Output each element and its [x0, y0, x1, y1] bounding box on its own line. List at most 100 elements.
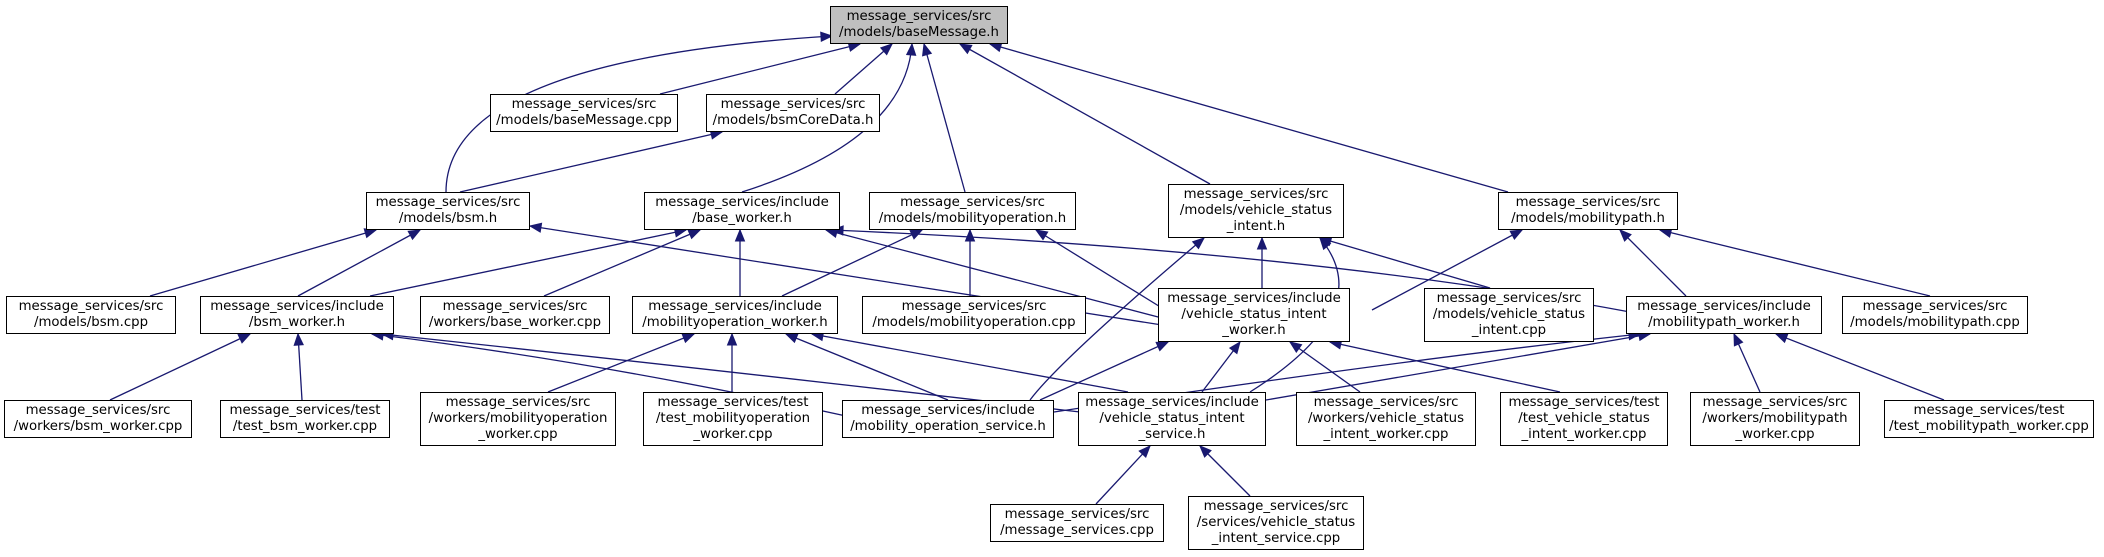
arrowhead [820, 31, 834, 42]
include-edge [1199, 445, 1251, 497]
include-edge [1775, 333, 1945, 401]
node-vehicle-status-intent-service-h[interactable]: message_services/include /vehicle_status… [1078, 392, 1266, 446]
node-bsm-cpp[interactable]: message_services/src /models/bsm.cpp [6, 296, 176, 334]
node-label: message_services/src [1203, 499, 1349, 514]
node-label: message_services/test [1508, 395, 1660, 410]
node-mobilitypath-worker-cpp[interactable]: message_services/src /workers/mobilitypa… [1690, 392, 1860, 446]
include-edge [959, 43, 1211, 185]
node-label: /models/mobilityoperation.cpp [872, 315, 1076, 330]
node-mobilitypath-worker-h[interactable]: message_services/include /mobilitypath_w… [1626, 296, 1822, 334]
include-edge [109, 333, 251, 401]
node-label: message_services/test [657, 395, 809, 410]
node-label: /workers/base_worker.cpp [428, 315, 602, 330]
node-label: _intent.cpp [1471, 323, 1547, 338]
node-label: /mobilitypath_worker.h [1648, 315, 1800, 330]
include-edge [834, 43, 893, 95]
node-label: message_services/src [25, 403, 171, 418]
node-label: /workers/vehicle_status [1307, 411, 1465, 426]
include-edge [459, 131, 723, 193]
include-edge [1619, 229, 1687, 297]
include-edge [659, 43, 861, 95]
node-label: message_services/src [1313, 395, 1459, 410]
node-label: message_services/src [901, 299, 1047, 314]
node-label: message_services/src [1183, 187, 1329, 202]
node-mobilityoperation-worker-h[interactable]: message_services/include /mobilityoperat… [632, 296, 838, 334]
arrowhead [363, 228, 378, 239]
node-mobilityoperation-h[interactable]: message_services/src /models/mobilityope… [869, 192, 1076, 230]
node-mobilitypath-h[interactable]: message_services/src /models/mobilitypat… [1498, 192, 1678, 230]
include-edge [1035, 229, 1163, 309]
arrowhead [1288, 341, 1303, 353]
arrowhead [528, 222, 543, 233]
node-bsm-h[interactable]: message_services/src /models/bsm.h [366, 192, 530, 230]
arrowhead [909, 229, 924, 240]
node-base-worker-h[interactable]: message_services/include /base_worker.h [644, 192, 840, 230]
node-label: message_services/src [375, 195, 521, 210]
node-test-mobilitypath-worker-cpp[interactable]: message_services/test /test_mobilitypath… [1884, 400, 2094, 438]
node-bsm-worker-h[interactable]: message_services/include /bsm_worker.h [200, 296, 394, 334]
node-basemessage-cpp[interactable]: message_services/src /models/baseMessage… [490, 94, 678, 132]
node-label: message_services/include [1085, 395, 1259, 410]
node-vehicle-status-intent-worker-h[interactable]: message_services/include /vehicle_status… [1158, 288, 1350, 342]
include-edge [1289, 341, 1361, 393]
node-label: message_services/include [861, 403, 1035, 418]
node-label: _worker.cpp [1735, 427, 1815, 442]
arrowhead [407, 229, 422, 241]
include-edge [923, 43, 966, 193]
node-label: /base_worker.h [692, 211, 792, 226]
node-label: /mobility_operation_service.h [850, 419, 1046, 434]
arrowhead [905, 42, 917, 56]
node-bsmcoredata-h[interactable]: message_services/src /models/bsmCoreData… [706, 94, 880, 132]
arrowhead [681, 333, 696, 344]
node-vehicle-status-intent-cpp[interactable]: message_services/src /models/vehicle_sta… [1424, 288, 1594, 342]
node-message-services-cpp[interactable]: message_services/src /message_services.c… [990, 504, 1164, 542]
node-test-bsm-worker-cpp[interactable]: message_services/test /test_bsm_worker.c… [220, 400, 390, 438]
node-label: _worker.cpp [478, 427, 558, 442]
node-label: /models/mobilitypath.cpp [1850, 315, 2020, 330]
include-edge [547, 333, 695, 393]
node-label: /services/vehicle_status [1196, 515, 1356, 530]
arrowhead [1319, 236, 1332, 251]
include-edge [825, 229, 1163, 319]
include-edge [1329, 341, 1561, 393]
node-test-mobilityoperation-worker-cpp[interactable]: message_services/test /test_mobilityoper… [643, 392, 823, 446]
node-mobility-operation-service-h[interactable]: message_services/include /mobility_opera… [842, 400, 1054, 438]
arrowhead [293, 332, 304, 346]
node-mobilitypath-cpp[interactable]: message_services/src /models/mobilitypat… [1842, 296, 2028, 334]
node-label: message_services/src [1004, 507, 1150, 522]
arrowhead [1199, 445, 1212, 458]
node-vehicle-status-intent-h[interactable]: message_services/src /models/vehicle_sta… [1168, 184, 1344, 238]
node-label: /bsm_worker.h [248, 315, 346, 330]
node-label: message_services/src [900, 195, 1045, 210]
include-edge [989, 43, 1509, 193]
arrowhead [1509, 229, 1524, 240]
include-edge [297, 229, 421, 297]
arrowhead [1619, 229, 1632, 242]
arrowhead [1733, 332, 1744, 347]
node-label: /models/bsm.h [398, 211, 498, 226]
node-vehicle-status-intent-worker-cpp[interactable]: message_services/src /workers/vehicle_st… [1296, 392, 1476, 446]
node-label: /models/vehicle_status [1432, 307, 1586, 322]
node-label: message_services/include [655, 195, 829, 210]
node-label: /mobilityoperation_worker.h [642, 315, 828, 330]
node-mobilityoperation-worker-cpp[interactable]: message_services/src /workers/mobilityop… [420, 392, 616, 446]
node-label: /models/mobilitypath.h [1511, 211, 1665, 226]
include-edge [369, 229, 687, 297]
node-label: /models/vehicle_status [1179, 203, 1333, 218]
node-label: message_services/src [1515, 195, 1661, 210]
arrowhead [964, 228, 976, 242]
node-base-worker-cpp[interactable]: message_services/src /workers/base_worke… [420, 296, 610, 334]
node-basemessage-h[interactable]: message_services/src /models/baseMessage… [830, 6, 1008, 44]
node-label: message_services/src [1862, 299, 2008, 314]
node-label: /test_vehicle_status [1518, 411, 1650, 426]
node-mobilityoperation-cpp[interactable]: message_services/src /models/mobilityope… [862, 296, 1086, 334]
include-edge [785, 333, 949, 401]
node-label: /workers/mobilitypath [1702, 411, 1848, 426]
node-test-vehicle-status-intent-worker-cpp[interactable]: message_services/test /test_vehicle_stat… [1500, 392, 1668, 446]
arrowhead [1774, 333, 1789, 344]
node-bsm-worker-cpp[interactable]: message_services/src /workers/bsm_worker… [4, 400, 192, 438]
node-vehicle-status-intent-service-cpp[interactable]: message_services/src /services/vehicle_s… [1188, 496, 1364, 550]
include-edge [1659, 229, 1931, 297]
node-label: message_services/src [1436, 291, 1582, 306]
